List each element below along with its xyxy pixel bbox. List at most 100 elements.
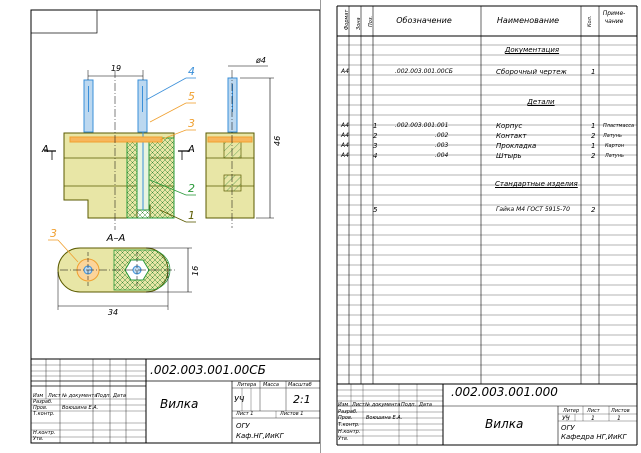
row-qty: 1	[591, 122, 596, 130]
spec-name: Вилка	[485, 417, 524, 431]
col-scale: Масштаб	[288, 382, 312, 388]
dim-34: 34	[107, 308, 119, 317]
spec-row-dev: Разраб.	[338, 409, 358, 415]
spec-code: .002.003.001.000	[451, 385, 558, 399]
dim-16: 16	[191, 265, 200, 276]
hdr-qty: Кол.	[587, 15, 593, 27]
hdr-note-1: Приме-	[602, 10, 626, 17]
assembly-drawing-graphics	[30, 9, 320, 444]
dim-46: 46	[273, 135, 282, 146]
hdr-note-2: чание	[604, 18, 624, 25]
drawing-frame	[30, 9, 320, 444]
row-change: Изм	[33, 393, 44, 399]
row-qty: 1	[591, 68, 596, 76]
row-tcontrol: Т.контр.	[33, 411, 55, 417]
row-pos: 3	[373, 142, 378, 150]
main-view	[44, 70, 196, 230]
row-name: Документация	[504, 46, 560, 54]
row-qty: 2	[591, 152, 596, 160]
spec-row-sheet: Лист	[352, 402, 365, 408]
hdr-designation: Обозначение	[396, 16, 452, 25]
cut-label-a-left: А	[42, 144, 49, 155]
spec-sheet-value: 1	[591, 415, 595, 422]
spec-litera-label: Литер	[563, 408, 580, 414]
spec-org-line1: ОГУ	[561, 424, 575, 432]
row-designation: .004	[435, 152, 449, 159]
leader-3-section: 3	[50, 227, 57, 240]
leader-4: 4	[188, 65, 195, 78]
row-pos: 4	[373, 152, 378, 160]
row-designation: .002.003.001.00СБ	[395, 68, 453, 75]
row-note: Картон	[605, 143, 625, 149]
row-sign: Подп.	[96, 393, 112, 399]
spec-org-line2: Кафедра НГ,ИиКГ	[561, 433, 627, 441]
spec-sheets-label: Листов	[611, 408, 630, 414]
scale-value: 2:1	[293, 393, 311, 406]
hdr-pos: Поз.	[368, 15, 374, 27]
leader-2: 2	[188, 182, 195, 195]
drawing-name: Вилка	[160, 397, 199, 411]
row-name: Детали	[527, 98, 555, 106]
hdr-zone: Зона	[356, 17, 362, 30]
row-pos: 1	[373, 122, 378, 130]
leader-3: 3	[188, 117, 195, 130]
col-litera: Литера	[237, 382, 257, 388]
leader-5: 5	[188, 90, 195, 103]
sheet-label: Лист 1	[236, 411, 254, 417]
spec-row-doc: № документа	[365, 402, 401, 408]
row-date: Дата	[113, 393, 126, 399]
row-qty: 2	[591, 132, 596, 140]
row-format: А4	[341, 152, 349, 159]
row-pos: 5	[373, 206, 378, 214]
developer-name: Воюшина Е.А.	[62, 405, 99, 411]
row-designation: .002	[435, 132, 449, 139]
title-block	[30, 358, 320, 444]
hdr-name: Наименование	[496, 16, 560, 25]
spec-row-ncontrol: Н.контр.	[338, 429, 361, 435]
row-note: Латунь	[603, 133, 622, 139]
row-sheet: Лист	[48, 393, 61, 399]
section-a-a	[48, 239, 192, 310]
spec-sheets-value: 1	[617, 415, 621, 422]
row-designation: .003	[435, 142, 449, 149]
row-note: Латунь	[605, 153, 624, 159]
row-qty: 2	[591, 206, 596, 214]
spec-row-check: Пров.	[338, 415, 353, 421]
row-name: Штырь	[496, 152, 522, 160]
org-line2: Каф.НГ,ИиКГ	[236, 432, 284, 440]
side-view	[205, 65, 274, 228]
specification-sheet: Формат Зона Поз. Обозначение Наименовани…	[321, 0, 641, 453]
spec-row-approve: Утв.	[338, 436, 349, 442]
row-format: А4	[341, 122, 349, 129]
spec-row-sign: Подп.	[401, 402, 417, 408]
spec-row-date: Дата	[419, 402, 432, 408]
spec-developer: Воюшина Е.А.	[366, 415, 403, 421]
row-check: Пров.	[33, 405, 48, 411]
sheet-divider	[320, 0, 321, 453]
org-line1: ОГУ	[236, 422, 250, 430]
dim-diameter-4: ø4	[256, 56, 266, 65]
row-name: Гайка М4 ГОСТ 5915-70	[496, 206, 570, 213]
row-name: Сборочный чертеж	[496, 68, 567, 76]
top-left-box	[30, 9, 98, 34]
row-name: Стандартные изделия	[495, 180, 578, 188]
sheets-label: Листов 1	[280, 411, 304, 417]
leader-1: 1	[188, 209, 195, 222]
row-name: Контакт	[496, 132, 527, 140]
col-mass: Масса	[263, 382, 279, 388]
row-format: А4	[341, 132, 349, 139]
spec-sheet-label: Лист	[587, 408, 600, 414]
row-qty: 1	[591, 142, 596, 150]
row-pos: 2	[373, 132, 378, 140]
row-format: А4	[341, 68, 349, 75]
row-format: А4	[341, 142, 349, 149]
section-label: А–А	[106, 233, 126, 244]
row-name: Корпус	[496, 122, 523, 130]
spec-grid	[336, 5, 638, 446]
cut-label-a-right: А	[188, 144, 195, 155]
spec-row-tcontrol: Т.контр.	[338, 422, 360, 428]
row-note: Пластмасса	[603, 123, 635, 129]
hdr-format: Формат	[344, 9, 350, 30]
drawing-code: .002.003.001.00СБ	[150, 363, 266, 377]
row-doc: № документа	[62, 393, 98, 399]
